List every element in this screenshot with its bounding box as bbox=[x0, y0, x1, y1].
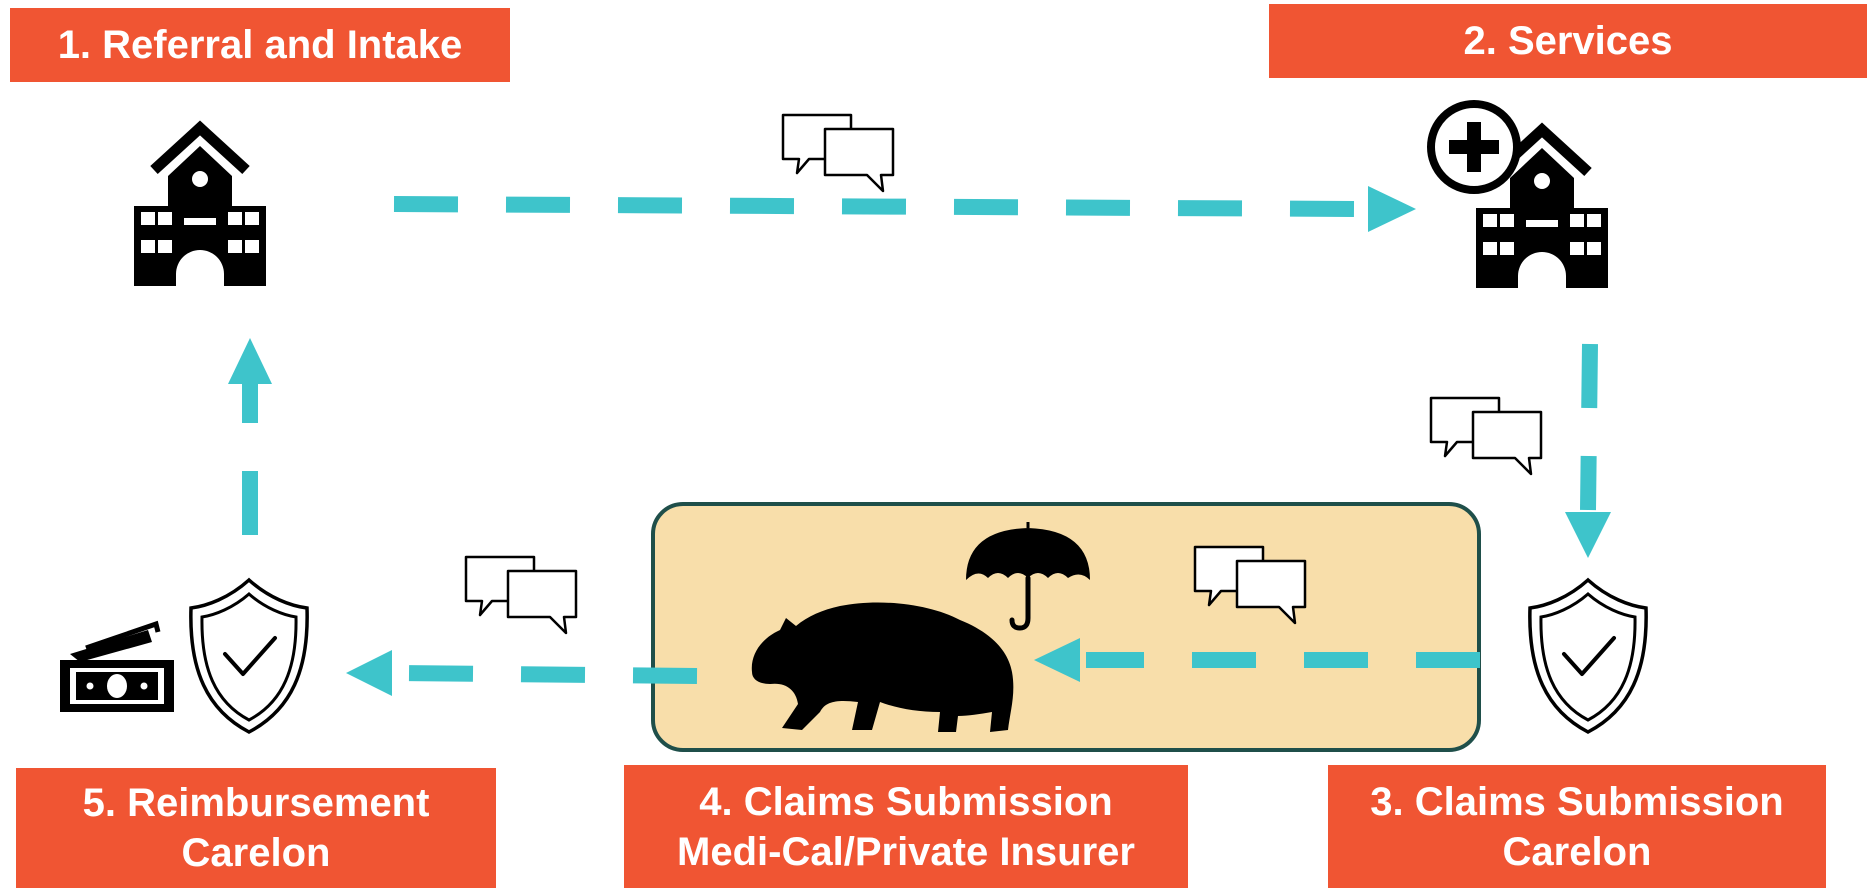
arrow-reimbursement-to-intake bbox=[228, 338, 272, 535]
step-4-label: 4. Claims Submission Medi-Cal/Private In… bbox=[624, 765, 1188, 888]
step-3-label: 3. Claims Submission Carelon bbox=[1328, 765, 1826, 888]
step-5-label: 5. Reimbursement Carelon bbox=[16, 768, 496, 888]
shield-check-icon bbox=[188, 578, 310, 734]
arrow-insurer-to-reimbursement bbox=[346, 650, 698, 696]
step-1-title: 1. Referral and Intake bbox=[57, 23, 463, 67]
step-1-box bbox=[10, 8, 510, 82]
step-2-title: 2. Services bbox=[1463, 19, 1673, 63]
arrow-services-to-claims bbox=[1565, 343, 1611, 558]
arrow-carelon-to-insurer bbox=[1034, 638, 1480, 682]
step-1-label: 1. Referral and Intake bbox=[10, 8, 510, 82]
chat-bubbles-icon bbox=[781, 113, 895, 193]
umbrella-icon bbox=[966, 522, 1090, 631]
shield-check-icon bbox=[1527, 578, 1649, 734]
step-4-subtitle: Medi-Cal/Private Insurer bbox=[677, 829, 1135, 874]
step-3-box bbox=[1328, 765, 1826, 888]
bear-icon bbox=[751, 602, 1014, 732]
step-2-label: 2. Services bbox=[1269, 4, 1867, 78]
arrow-intake-to-services bbox=[393, 186, 1416, 232]
chat-bubbles-icon bbox=[464, 555, 578, 635]
step-2-box bbox=[1269, 4, 1867, 78]
medical-cross-icon bbox=[1427, 100, 1521, 194]
school-building-icon bbox=[134, 128, 266, 286]
step-5-subtitle: Carelon bbox=[181, 831, 331, 875]
step-3-subtitle: Carelon bbox=[1502, 829, 1652, 874]
step-4-title: 4. Claims Submission bbox=[699, 779, 1113, 824]
money-stack-icon bbox=[60, 620, 174, 712]
step-5-box bbox=[16, 768, 496, 888]
step-5-title: 5. Reimbursement bbox=[82, 781, 430, 825]
step-4-box bbox=[624, 765, 1188, 888]
chat-bubbles-icon bbox=[1429, 396, 1543, 476]
step-3-title: 3. Claims Submission bbox=[1370, 779, 1784, 824]
